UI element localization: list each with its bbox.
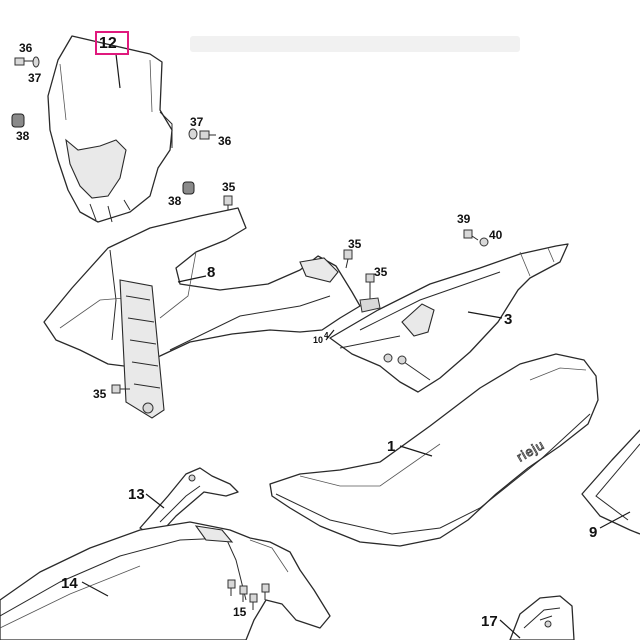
- callout-15[interactable]: 15: [233, 605, 247, 619]
- callout-38-right[interactable]: 38: [168, 194, 182, 208]
- callout-39[interactable]: 39: [457, 212, 471, 226]
- washer-37-right: [188, 128, 198, 140]
- fastener-36-top-left: [14, 57, 34, 66]
- callout-35-mid-left[interactable]: 35: [348, 237, 362, 251]
- part-8-side-shroud[interactable]: [43, 207, 361, 419]
- callout-35-left-bottom[interactable]: 35: [93, 387, 107, 401]
- part-14-rear-fender[interactable]: [0, 521, 331, 640]
- part-3-side-cover[interactable]: [329, 243, 569, 393]
- callout-9[interactable]: 9: [589, 524, 597, 541]
- leader-lines: [81, 53, 631, 639]
- fastener-36-right: [199, 130, 216, 140]
- clip-10-4: [359, 297, 381, 313]
- fasteners-15: [227, 579, 270, 610]
- callout-36-top[interactable]: 36: [19, 41, 33, 55]
- callout-12[interactable]: 12: [99, 35, 117, 52]
- fastener-35-left-bottom: [111, 384, 130, 394]
- callout-3[interactable]: 3: [504, 311, 512, 328]
- fastener-35-mid-left: [343, 249, 353, 269]
- highlight-box-12: [95, 31, 129, 55]
- callout-8[interactable]: 8: [207, 264, 215, 281]
- fastener-39: [463, 229, 479, 241]
- callout-13[interactable]: 13: [128, 486, 145, 503]
- callout-17[interactable]: 17: [481, 613, 498, 630]
- washer-40: [479, 237, 489, 247]
- callout-35-top[interactable]: 35: [222, 180, 236, 194]
- callout-37-right[interactable]: 37: [190, 115, 204, 129]
- callout-4[interactable]: 4: [324, 331, 329, 340]
- callout-14[interactable]: 14: [61, 575, 78, 592]
- callout-38-left[interactable]: 38: [16, 129, 30, 143]
- part-13-bracket[interactable]: [139, 467, 239, 539]
- grommet-38-right: [182, 181, 195, 195]
- callout-1[interactable]: 1: [387, 438, 395, 455]
- part-9-panel[interactable]: [581, 429, 640, 535]
- callout-40[interactable]: 40: [489, 228, 503, 242]
- washer-37-top-left: [32, 56, 40, 68]
- fastener-35-mid-right: [365, 273, 375, 300]
- callout-10[interactable]: 10: [313, 335, 323, 345]
- watermark-band: [190, 36, 520, 52]
- grommet-38-left: [11, 113, 25, 128]
- callout-37-top[interactable]: 37: [28, 71, 42, 85]
- part-17-bracket[interactable]: [509, 595, 575, 640]
- callout-35-mid-right[interactable]: 35: [374, 265, 388, 279]
- callout-36-right[interactable]: 36: [218, 134, 232, 148]
- part-12-headlight-mask[interactable]: [47, 35, 173, 223]
- part-1-seat[interactable]: rieju: [269, 353, 599, 547]
